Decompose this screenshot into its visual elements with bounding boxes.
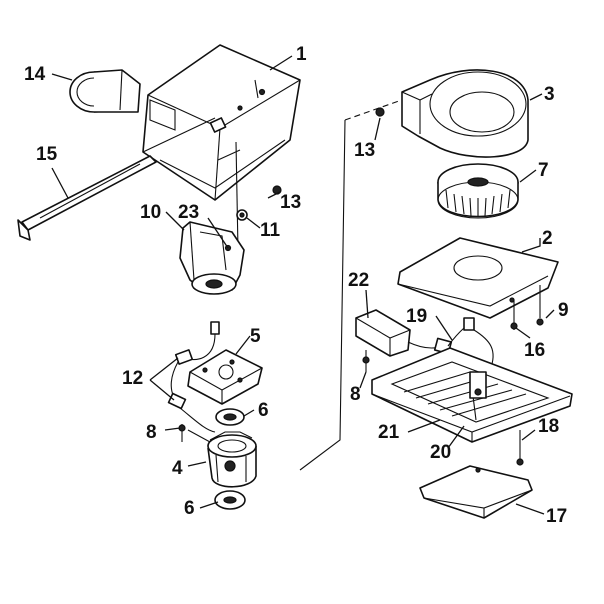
motor-bracket — [179, 221, 245, 295]
screw-8-left — [178, 424, 186, 442]
callout-15: 15 — [36, 144, 58, 165]
callout-22: 22 — [348, 270, 369, 291]
wiring-harness — [167, 321, 220, 433]
callout-8-left: 8 — [146, 422, 157, 443]
callout-23: 23 — [178, 202, 199, 223]
callout-14: 14 — [24, 64, 46, 85]
callout-2: 2 — [542, 228, 553, 249]
callout-9: 9 — [558, 300, 569, 321]
callout-13-right: 13 — [354, 140, 375, 161]
callout-7: 7 — [538, 160, 549, 181]
mounting-rod — [235, 141, 239, 251]
screw-13-right — [375, 107, 385, 117]
grille-frame — [371, 347, 573, 443]
callout-8-right: 8 — [350, 384, 361, 405]
callout-6-lower: 6 — [184, 498, 195, 519]
bracket-wire — [217, 149, 241, 161]
grille — [419, 465, 533, 519]
hanger-bar — [17, 155, 157, 241]
callout-6-upper: 6 — [258, 400, 269, 421]
callout-3: 3 — [544, 84, 555, 105]
duct-connector — [69, 69, 141, 113]
motor-plate-right — [397, 237, 559, 319]
callout-4: 4 — [172, 458, 183, 479]
bracket-16 — [510, 300, 518, 330]
callout-18: 18 — [538, 416, 559, 437]
screw-11 — [236, 209, 248, 221]
motor — [187, 429, 257, 488]
blower-wheel — [437, 163, 519, 219]
grommet-lower — [214, 490, 246, 510]
screw-18 — [516, 430, 524, 466]
callout-13-left: 13 — [280, 192, 301, 213]
callout-10: 10 — [140, 202, 161, 223]
callout-12: 12 — [122, 368, 143, 389]
grommet-upper — [215, 408, 245, 426]
callout-1: 1 — [296, 44, 307, 65]
callout-17: 17 — [546, 506, 567, 527]
leader-lines — [51, 55, 555, 515]
callout-11: 11 — [260, 220, 281, 241]
blower-scroll — [401, 69, 529, 158]
housing — [142, 44, 301, 201]
motor-plate — [187, 349, 263, 405]
screw-8-right — [362, 350, 370, 372]
callout-20: 20 — [430, 442, 451, 463]
callout-16: 16 — [524, 340, 545, 361]
alignment-line-left — [299, 119, 346, 471]
callout-19: 19 — [406, 306, 427, 327]
terminal-box — [355, 309, 411, 357]
callout-21: 21 — [378, 422, 400, 443]
screw-9 — [536, 285, 544, 326]
callout-5: 5 — [250, 326, 261, 347]
